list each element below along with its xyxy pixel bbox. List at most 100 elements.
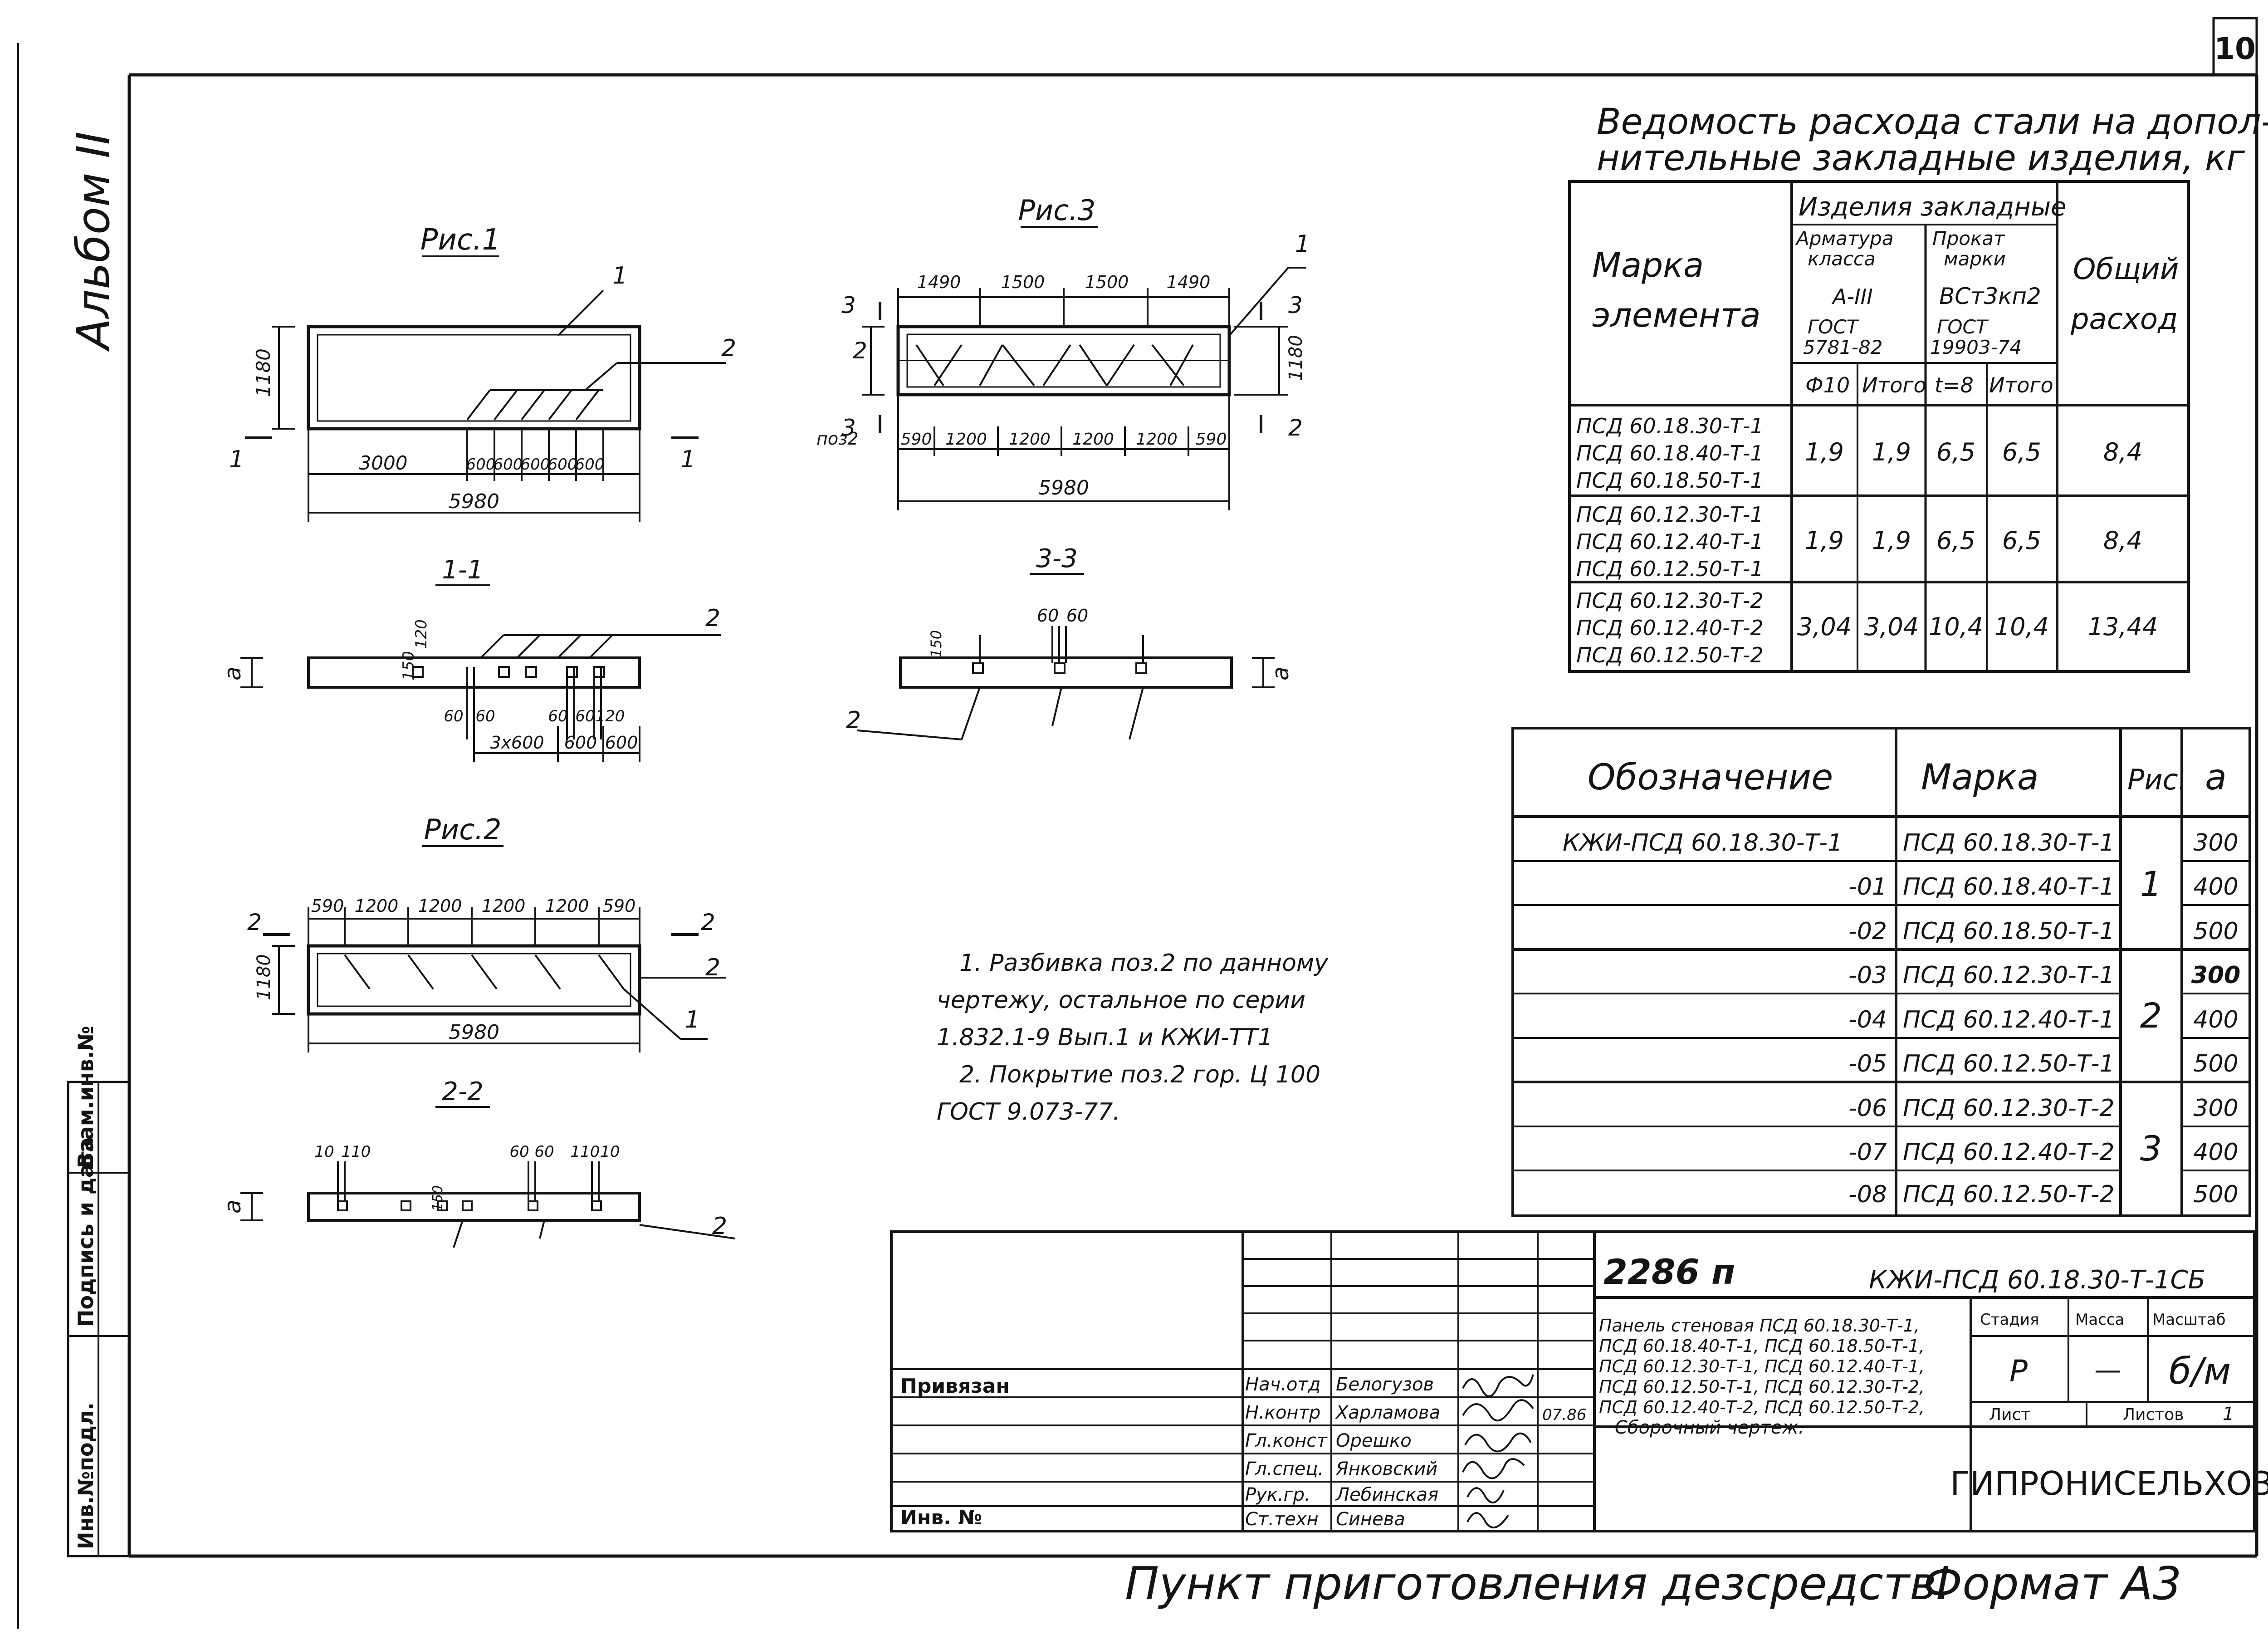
- s11-dim: 60: [548, 707, 567, 725]
- sheet-number-box: 10: [2212, 17, 2258, 76]
- tb-mass-label: Масса: [2075, 1311, 2124, 1329]
- des-mark: ПСД 60.12.40-Т-2: [1903, 1139, 2115, 1166]
- tb-name: Орешко: [1336, 1430, 1412, 1451]
- tb-bound-label: Привязан: [900, 1375, 1010, 1398]
- tb-sheet-label: Лист: [1989, 1405, 2030, 1424]
- class-a3: А-III: [1831, 284, 1873, 309]
- tb-desc: Панель стеновая ПСД 60.18.30-Т-1,: [1599, 1316, 1920, 1336]
- s11-dim: 3x600: [490, 733, 544, 753]
- fig3-pos2: 2: [853, 338, 867, 364]
- fig1-dim: 600: [521, 455, 550, 474]
- sub-itogo1: Итого: [1862, 373, 1926, 397]
- des-row: -03: [1848, 962, 1887, 989]
- des-row: -08: [1848, 1181, 1887, 1208]
- s22-dim: 60: [534, 1143, 554, 1161]
- fig1-dim: 600: [494, 455, 523, 474]
- tb-role: Гл.конст: [1245, 1430, 1328, 1451]
- s11-pos2: 2: [705, 605, 720, 632]
- figure-3: Рис.3: [816, 194, 1310, 510]
- s22-dim-150: 150: [430, 1185, 446, 1211]
- stamp-vzam: Взам.инв.№: [73, 1026, 98, 1168]
- fig3-height: 1180: [1286, 335, 1306, 381]
- des-a: 500: [2193, 1050, 2238, 1077]
- fig3-dim-top: 1500: [1001, 272, 1045, 292]
- caption-bottom: Пункт приготовления дезсредств.: [1125, 1557, 1951, 1610]
- s22-dim: 110: [342, 1143, 371, 1161]
- stamp-signature: Подпись и дата: [73, 1137, 98, 1327]
- fig3-cut-right-2: 2: [1288, 415, 1303, 441]
- col-mark-1: Марка: [1592, 246, 1704, 285]
- des-a: 300: [2193, 1095, 2238, 1122]
- tb-name: Янковский: [1335, 1459, 1437, 1479]
- fig2-total: 5980: [449, 1021, 499, 1044]
- fig2-dim: 590: [311, 896, 344, 916]
- s22-dim: 10: [600, 1143, 620, 1161]
- fig1-total: 5980: [449, 490, 499, 513]
- des-mark: ПСД 60.12.50-Т-2: [1903, 1181, 2115, 1208]
- fig3-dim-bottom: 590: [1196, 430, 1227, 449]
- fig3-dim-top: 1500: [1085, 272, 1129, 292]
- figure-1: Рис.1: [229, 223, 736, 522]
- steel-cell: 6,5: [2002, 438, 2041, 466]
- des-row: КЖИ-ПСД 60.18.30-Т-1: [1563, 829, 1843, 857]
- col-total-2: расход: [2070, 303, 2178, 336]
- des-mark: ПСД 60.12.30-Т-2: [1903, 1095, 2115, 1122]
- steel-cell: 10,4: [1994, 612, 2049, 641]
- section-1-1: 1-1 а: [220, 555, 721, 762]
- tb-role: Нач.отд: [1245, 1374, 1320, 1395]
- tb-name: Синева: [1336, 1509, 1405, 1530]
- des-row: -01: [1848, 873, 1887, 901]
- fig3-cut-right: 3: [1288, 292, 1303, 318]
- col-mark-2: элемента: [1592, 296, 1761, 335]
- fig2-dim: 590: [603, 896, 636, 916]
- fig1-dim: 600: [548, 455, 577, 474]
- des-a: 300: [2191, 962, 2241, 989]
- ris-group: 2: [2140, 995, 2162, 1036]
- hdr-mark: Марка: [1921, 757, 2039, 798]
- tb-mass: —: [2094, 1354, 2121, 1386]
- steel-row-mark: ПСД 60.12.30-Т-1: [1576, 502, 1764, 527]
- fig2-dim: 1200: [545, 896, 589, 916]
- des-a: 400: [2193, 1006, 2238, 1033]
- s33-dim-150: 150: [928, 630, 945, 658]
- sub-itogo2: Итого: [1989, 373, 2053, 397]
- gost-arm-2: 5781-82: [1803, 336, 1883, 358]
- grade-vst: ВСт3кп2: [1939, 283, 2041, 309]
- s11-label-a: а: [220, 666, 246, 680]
- tb-name: Белогузов: [1336, 1374, 1434, 1395]
- tb-project: 2286 п: [1603, 1252, 1735, 1292]
- s11-dim: 60: [444, 707, 463, 725]
- notes: 1. Разбивка поз.2 по данному чертежу, ос…: [937, 950, 1329, 1126]
- steel-cell: 1,9: [1872, 526, 1911, 555]
- des-row: -05: [1848, 1050, 1887, 1077]
- fig1-dim: 3000: [359, 452, 408, 474]
- s11-dim: 150: [400, 651, 418, 680]
- fig2-pos1: 1: [685, 1006, 700, 1033]
- s22-pos2: 2: [712, 1213, 727, 1240]
- fig1-dim: 600: [575, 455, 605, 474]
- note-line: чертежу, остальное по серии: [937, 987, 1305, 1014]
- tb-name: Лебинская: [1335, 1484, 1438, 1505]
- steel-title-1: Ведомость расхода стали на допол-: [1597, 102, 2268, 142]
- fig2-panel: [307, 944, 641, 1016]
- note-line: ГОСТ 9.073-77.: [937, 1098, 1120, 1126]
- s22-label-a: а: [220, 1199, 246, 1214]
- tb-code: КЖИ-ПСД 60.18.30-Т-1СБ: [1869, 1265, 2205, 1295]
- des-a: 500: [2193, 918, 2238, 945]
- des-row: -02: [1848, 918, 1887, 945]
- fig1-height: 1180: [252, 348, 274, 397]
- des-a: 400: [2193, 873, 2238, 901]
- hdr-ris: Рис.: [2127, 763, 2187, 796]
- des-mark: ПСД 60.18.50-Т-1: [1903, 918, 2115, 945]
- fig1-title: Рис.1: [420, 223, 500, 257]
- note-line: 1. Разбивка поз.2 по данному: [959, 950, 1329, 977]
- s33-dim: 60: [1066, 606, 1088, 626]
- s22-dim: 60: [509, 1143, 529, 1161]
- steel-cell: 3,04: [1864, 612, 1919, 641]
- tb-name: Харламова: [1335, 1402, 1440, 1423]
- steel-row-mark: ПСД 60.18.50-Т-1: [1576, 468, 1764, 493]
- s22-dim: 10: [314, 1143, 334, 1161]
- s11-title: 1-1: [442, 555, 483, 585]
- fig3-dim-top: 1490: [1167, 272, 1211, 292]
